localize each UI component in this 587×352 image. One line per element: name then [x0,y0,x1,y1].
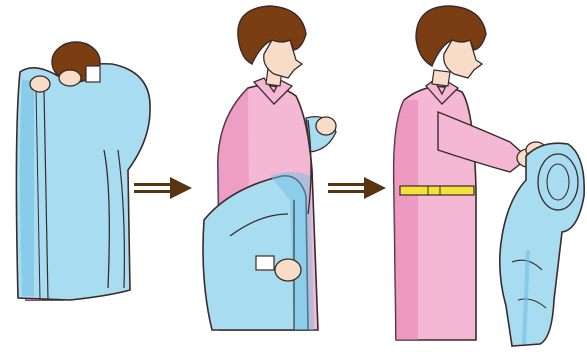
hand-left [275,259,301,281]
hand-left [30,76,50,92]
arrow-right-icon [134,176,192,200]
hand-right [316,117,336,135]
step-3-figure [378,0,587,352]
hand-right [59,70,81,86]
step-2-figure [190,0,350,352]
belt [400,186,474,195]
